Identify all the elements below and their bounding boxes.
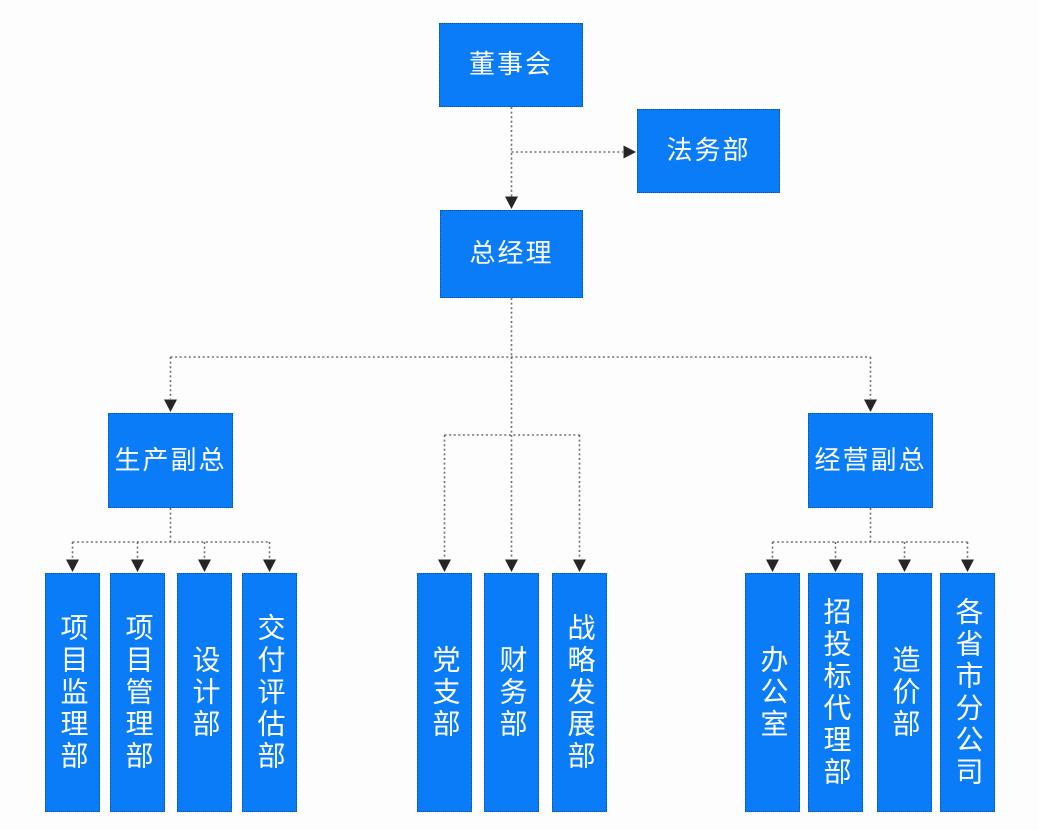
node-operations-vp: 经营副总 (808, 413, 933, 508)
node-provincial-branches: 各省市分公司 (940, 573, 995, 812)
node-project-management-dept: 项目管理部 (110, 573, 165, 812)
node-office: 办公室 (745, 573, 800, 812)
node-label: 招投标代理部 (819, 596, 853, 789)
node-label: 生产副总 (114, 445, 227, 476)
node-label: 战略发展部 (563, 612, 597, 773)
node-label: 项目管理部 (121, 612, 155, 773)
node-label: 造价部 (888, 644, 922, 741)
node-design-dept: 设计部 (177, 573, 232, 812)
node-label: 董事会 (468, 50, 553, 80)
node-label: 设计部 (188, 644, 222, 741)
node-bidding-agency-dept: 招投标代理部 (808, 573, 863, 812)
connector-gm-to-operations-vp (864, 357, 877, 412)
node-label: 总经理 (469, 239, 554, 269)
connector-gm-to-middle-departments (438, 357, 586, 572)
node-legal: 法务部 (637, 109, 780, 193)
connector-gm-trunk (170, 298, 871, 358)
node-label: 交付评估部 (253, 612, 287, 773)
node-board: 董事会 (439, 23, 583, 107)
node-general-manager: 总经理 (440, 210, 583, 298)
node-party-branch: 党支部 (417, 573, 472, 812)
node-label: 党支部 (428, 644, 462, 741)
node-label: 各省市分公司 (951, 596, 985, 789)
node-label: 财务部 (495, 644, 529, 741)
node-label: 项目监理部 (56, 612, 90, 773)
node-label: 法务部 (666, 136, 751, 166)
node-project-supervision-dept: 项目监理部 (45, 573, 100, 812)
connector-production-vp-to-departments (66, 508, 276, 572)
node-label: 办公室 (756, 644, 790, 741)
connector-board-to-gm (505, 107, 518, 209)
connector-gm-to-production-vp (164, 357, 177, 412)
node-label: 经营副总 (814, 445, 927, 476)
connector-board-to-legal (511, 145, 636, 159)
node-strategy-development-dept: 战略发展部 (552, 573, 607, 812)
node-finance-dept: 财务部 (484, 573, 539, 812)
node-production-vp: 生产副总 (108, 413, 233, 508)
node-cost-dept: 造价部 (877, 573, 932, 812)
node-delivery-evaluation-dept: 交付评估部 (242, 573, 297, 812)
connector-operations-vp-to-departments (766, 508, 974, 572)
